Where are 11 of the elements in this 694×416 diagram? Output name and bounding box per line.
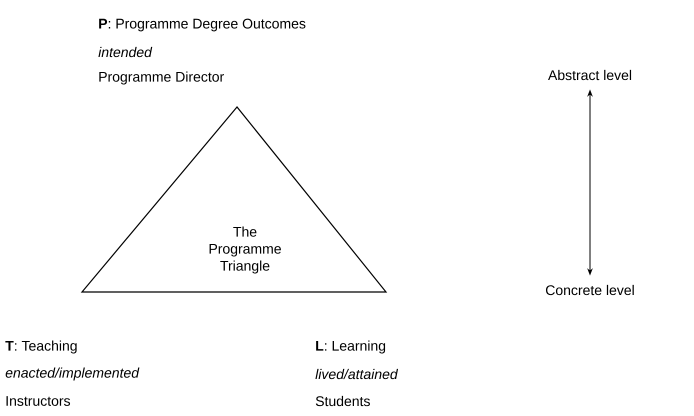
corner-label: enacted/implemented — [6, 367, 140, 381]
corner-label: L: Learning — [316, 340, 386, 354]
corner-label: T: Teaching — [5, 340, 77, 354]
corner-label: P: Programme Degree Outcomes — [99, 18, 306, 32]
level-label: Concrete level — [546, 284, 634, 296]
corner-label: Instructors — [6, 396, 70, 406]
level-label: Abstract level — [548, 70, 632, 80]
corner-label: intended — [98, 46, 152, 58]
corner-label: lived/attained — [315, 368, 398, 380]
corner-label: Students — [316, 396, 370, 406]
corner-label: Programme Director — [99, 71, 224, 85]
